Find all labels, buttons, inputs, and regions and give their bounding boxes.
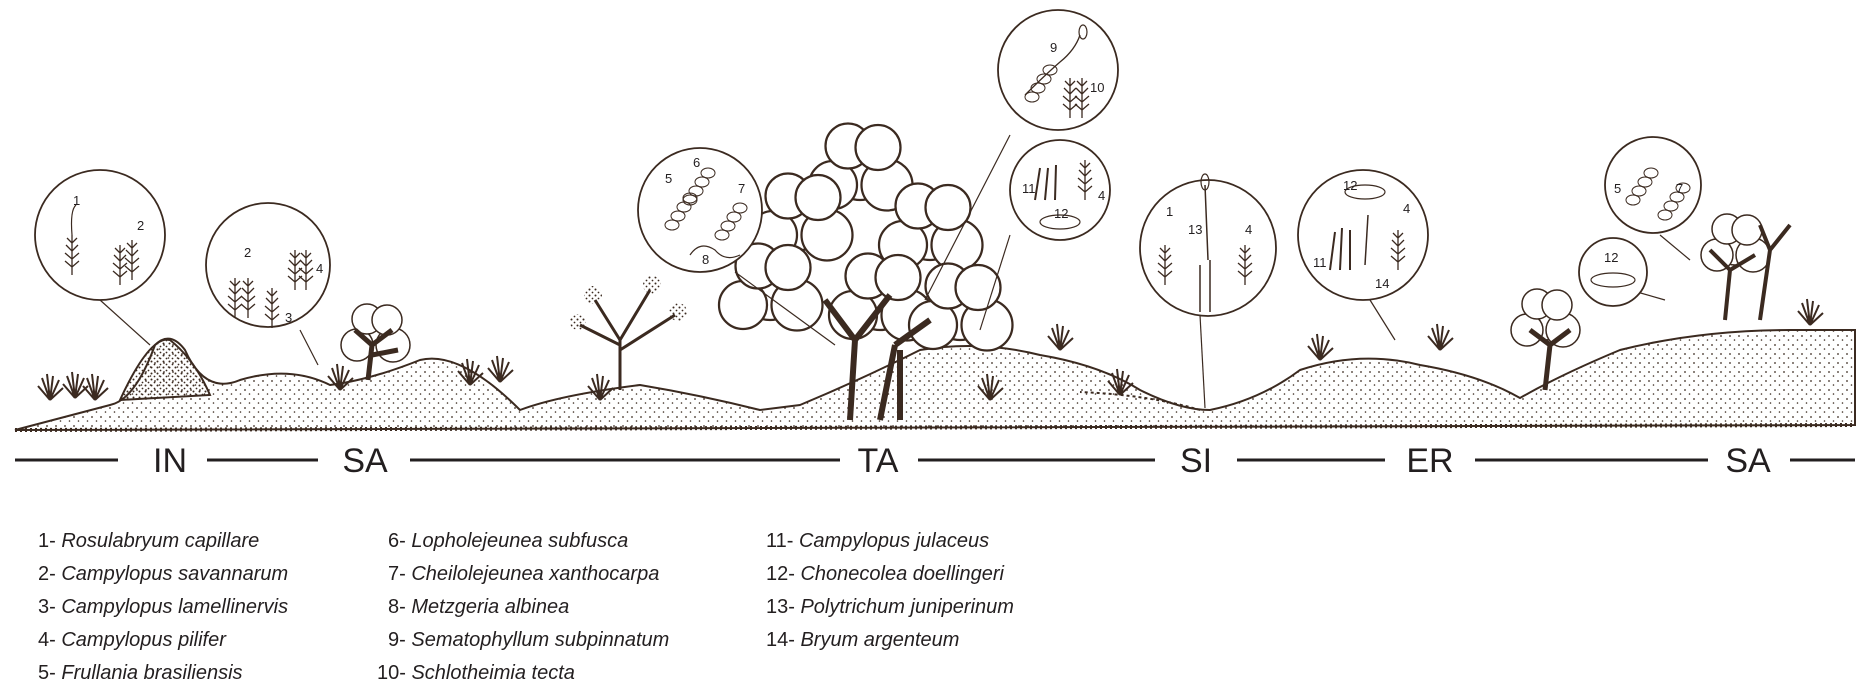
callout-number: 6 (693, 155, 700, 170)
zone-label: IN (153, 442, 187, 480)
legend-item: 3- Campylopus lamellinervis (38, 596, 288, 618)
callout-9: 12 (1579, 238, 1647, 306)
callout-number: 11 (1022, 181, 1036, 196)
legend-item: 8- Metzgeria albinea (388, 596, 569, 618)
callout-number: 12 (1604, 250, 1618, 265)
callout-number: 4 (1403, 201, 1410, 216)
callout-number: 14 (1375, 276, 1389, 291)
callout-number: 8 (702, 252, 709, 267)
callout-2: 2 4 3 (206, 203, 330, 328)
zone-label: SA (342, 442, 388, 480)
legend-item: 10- Schlotheimia tecta (377, 662, 575, 684)
species-legend: 1- Rosulabryum capillare 2- Campylopus s… (38, 530, 1014, 684)
zone-label: ER (1406, 442, 1453, 480)
callout-number: 3 (285, 310, 292, 325)
zone-label: SA (1725, 442, 1771, 480)
legend-item: 13- Polytrichum juniperinum (766, 596, 1014, 618)
callout-number: 4 (1245, 222, 1252, 237)
callout-number: 1 (1166, 204, 1173, 219)
callout-5: 11 4 12 (1010, 140, 1110, 240)
callout-number: 1 (73, 193, 80, 208)
callout-7: 12 4 11 14 (1298, 170, 1428, 300)
legend-item: 1- Rosulabryum capillare (38, 530, 259, 552)
callout-6: 1 13 4 (1140, 174, 1276, 316)
callout-3: 5 6 7 8 (638, 148, 762, 272)
zone-label: SI (1180, 442, 1212, 480)
callout-8: 5 7 (1605, 137, 1701, 233)
callout-number: 9 (1050, 40, 1057, 55)
legend-item: 7- Cheilolejeunea xanthocarpa (388, 563, 659, 585)
legend-item: 5- Frullania brasiliensis (38, 662, 243, 684)
legend-item: 4- Campylopus pilifer (38, 629, 227, 651)
callout-number: 11 (1313, 255, 1327, 270)
callout-number: 12 (1343, 178, 1357, 193)
callout-1: 1 2 (35, 170, 165, 300)
legend-item: 12- Chonecolea doellingeri (766, 563, 1005, 585)
callout-number: 7 (1676, 181, 1683, 196)
callout-number: 12 (1054, 206, 1068, 221)
legend-item: 9- Sematophyllum subpinnatum (388, 629, 669, 651)
legend-item: 6- Lopholejeunea subfusca (388, 530, 628, 552)
callout-4: 9 10 (998, 10, 1118, 130)
callout-number: 4 (1098, 188, 1105, 203)
callout-number: 4 (316, 261, 323, 276)
callout-number: 13 (1188, 222, 1202, 237)
callout-number: 7 (738, 181, 745, 196)
legend-item: 11- Campylopus julaceus (766, 530, 989, 552)
callout-number: 10 (1090, 80, 1104, 95)
callout-number: 5 (1614, 181, 1621, 196)
legend-item: 2- Campylopus savannarum (38, 563, 288, 585)
callout-number: 2 (137, 218, 144, 233)
callout-number: 2 (244, 245, 251, 260)
zone-label: TA (858, 442, 899, 480)
legend-item: 14- Bryum argenteum (766, 629, 959, 651)
callout-number: 5 (665, 171, 672, 186)
